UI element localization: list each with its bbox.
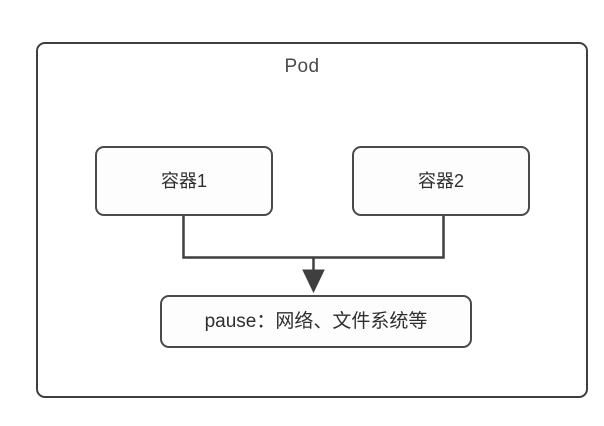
container-box-1[interactable]: 容器1 bbox=[95, 146, 273, 216]
pause-label: pause：网络、文件系统等 bbox=[204, 310, 428, 332]
pause-box[interactable]: pause：网络、文件系统等 bbox=[160, 295, 472, 348]
pod-title-label: Pod bbox=[284, 56, 320, 77]
container-1-label: 容器1 bbox=[160, 171, 207, 191]
container-box-2[interactable]: 容器2 bbox=[352, 146, 530, 216]
container-2-label: 容器2 bbox=[417, 171, 464, 191]
